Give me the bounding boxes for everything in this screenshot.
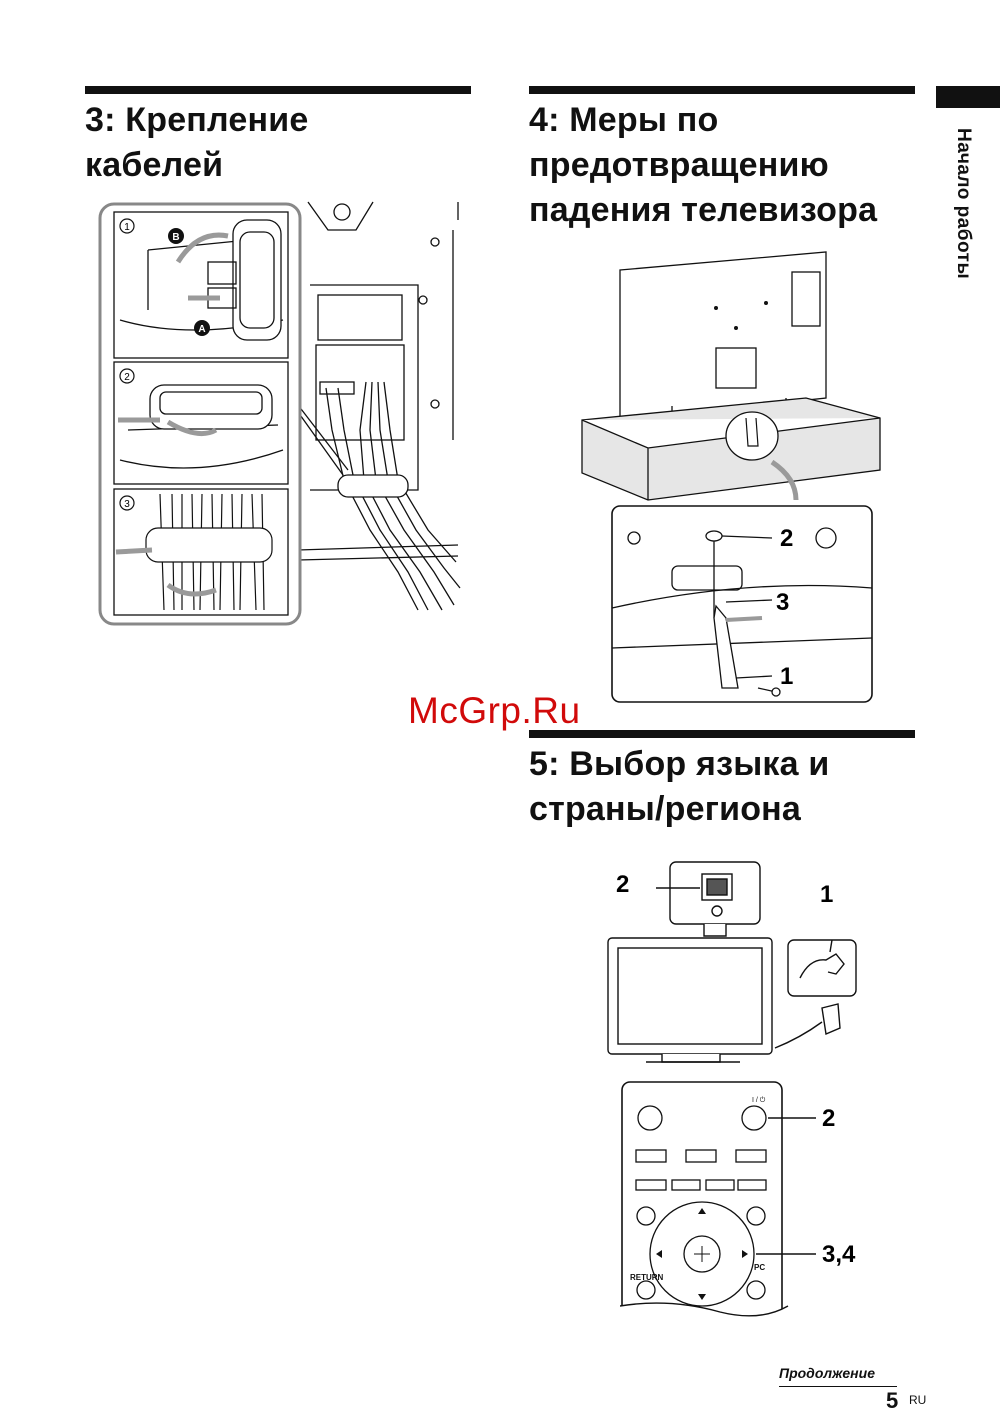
stand-callout-1: 1 xyxy=(780,663,793,690)
step-3-number: 3 xyxy=(124,499,130,510)
power-callout-2: 2 xyxy=(616,871,629,898)
side-tab-label: Начало работы xyxy=(953,128,974,280)
page-language: RU xyxy=(909,1393,927,1407)
step-2-number: 2 xyxy=(124,372,130,383)
section-5-title-line1: 5: Выбор языка и xyxy=(529,745,830,783)
remote-return-label: RETURN xyxy=(630,1273,664,1282)
tv-strap-illustration: 2 3 1 xyxy=(581,251,881,703)
section-4-title: 4: Меры по предотвращению падения телеви… xyxy=(529,98,877,233)
stand-callout-3: 3 xyxy=(776,589,789,616)
step-1-number: 1 xyxy=(124,222,130,233)
continued-label: Продолжение xyxy=(779,1365,875,1381)
section-4-title-line1: 4: Меры по xyxy=(529,101,719,139)
remote-callout-2: 2 xyxy=(822,1105,835,1132)
cable-clamp-illustration: 1 B A 2 3 xyxy=(98,201,461,626)
stand-callout-2: 2 xyxy=(780,525,793,552)
section-3-rule xyxy=(85,86,471,94)
marker-b: B xyxy=(172,232,179,243)
section-4-title-line2: предотвращению xyxy=(529,146,829,184)
remote-pc-label: PC xyxy=(754,1263,765,1272)
section-4-rule xyxy=(529,86,915,94)
section-5-title-line2: страны/региона xyxy=(529,790,802,828)
remote-callout-3-4: 3,4 xyxy=(822,1241,856,1268)
section-3-title-line2: кабелей xyxy=(85,146,224,184)
side-tab-marker xyxy=(936,86,1000,108)
section-3-title: 3: Крепление кабелей xyxy=(85,98,308,188)
tv-power-illustration: 2 1 xyxy=(607,861,857,1063)
section-4-title-line3: падения телевизора xyxy=(529,191,878,229)
remote-illustration: I / ⏻ RETURN PC 2 3,4 xyxy=(620,1081,856,1317)
watermark: McGrp.Ru xyxy=(408,690,581,731)
section-5-rule xyxy=(529,730,915,738)
power-callout-1: 1 xyxy=(820,881,833,908)
continued-rule xyxy=(779,1386,897,1387)
remote-power-label: I / ⏻ xyxy=(752,1096,766,1104)
page-number: 5 xyxy=(886,1388,899,1413)
marker-a: A xyxy=(198,324,205,335)
section-5-title: 5: Выбор языка и страны/региона xyxy=(529,742,830,832)
section-3-title-line1: 3: Крепление xyxy=(85,101,309,139)
